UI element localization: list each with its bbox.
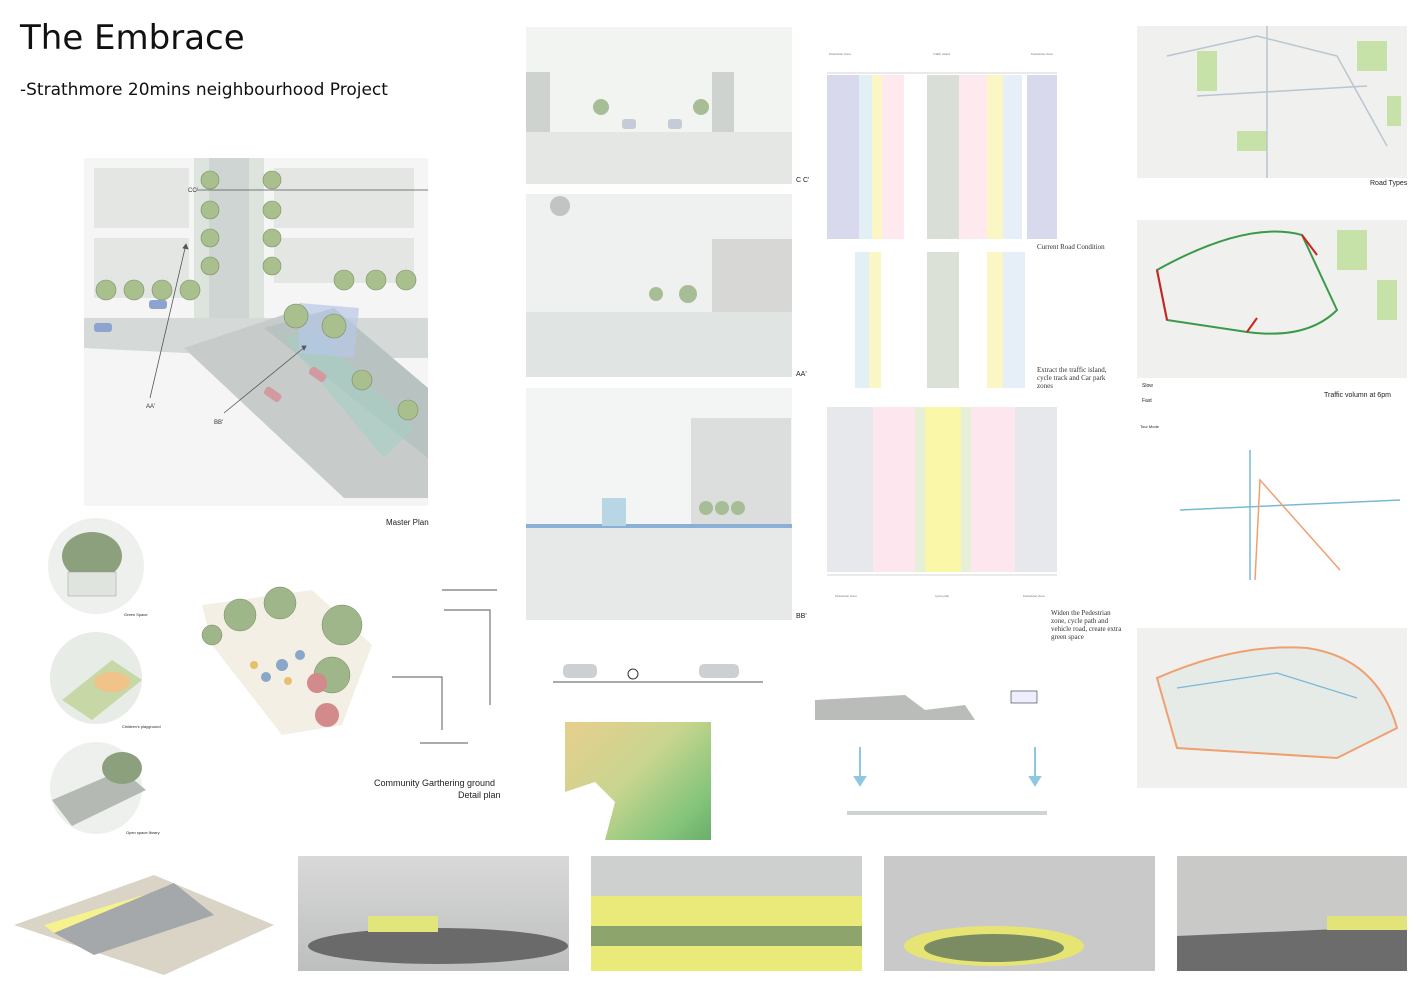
current-header-1: Pedestrian Zone [829, 52, 851, 56]
render-aerial [14, 855, 274, 975]
aa-marker: AA' [146, 404, 155, 410]
rainfall-map [565, 722, 711, 840]
extract-road-diagram [827, 252, 1057, 388]
detail-plan-label-2: Detail plan [458, 790, 501, 800]
master-plan-label: Master Plan [386, 518, 429, 527]
vignette-library [42, 740, 152, 836]
slow-label: Slow [1142, 383, 1153, 389]
section-bb-label: BB' [796, 613, 807, 620]
street-strip [553, 658, 763, 708]
vignette-playground [42, 630, 152, 726]
system-map [1137, 628, 1407, 788]
render-3 [884, 856, 1155, 971]
detail-plan [192, 585, 502, 745]
section-bb [526, 388, 792, 620]
page-subtitle: -Strathmore 20mins neighbourhood Project [20, 80, 388, 100]
section-aa-label: AA' [796, 371, 807, 378]
traffic-map [1137, 220, 1407, 378]
current-header-5: Traffic Island [933, 52, 950, 56]
traffic-label: Traffic volumn at 6pm [1324, 392, 1391, 399]
render-2 [591, 856, 862, 971]
road-types-map [1137, 26, 1407, 178]
current-road-diagram: Pedestrian Zone Traffic Island Pedestria… [827, 27, 1057, 239]
bb-marker: BB' [214, 420, 223, 426]
tour-mode-label: Tour Mode [1140, 424, 1159, 429]
water-system-diagram [815, 665, 1090, 843]
render-1 [298, 856, 569, 971]
section-cc-label: C C' [796, 177, 810, 184]
detail-plan-label-1: Community Garthering ground [374, 778, 496, 788]
tour-mode-diagram: Tour Mode [1140, 420, 1410, 610]
page-title: The Embrace [20, 18, 245, 58]
current-header-9: Pedestrian Zone [1031, 52, 1053, 56]
extract-road-label: Extract the traffic island, cycle track … [1037, 366, 1107, 390]
current-road-label: Current Road Condition [1037, 243, 1105, 251]
widen-header-1: Pedestrian Zone [835, 594, 857, 598]
render-4 [1177, 856, 1407, 971]
vignette-playground-label: Children's playground [122, 724, 161, 729]
widen-road-label: Widen the Pedestrian zone, cycle path an… [1051, 609, 1122, 641]
widen-header-4: Cycle path [935, 594, 950, 598]
widen-header-7: Pedestrian Zone [1023, 594, 1045, 598]
road-types-label: Road Types [1370, 180, 1408, 187]
section-aa [526, 194, 792, 377]
fast-label: Fast [1142, 398, 1152, 404]
section-cc [526, 27, 792, 184]
cc-marker: CC' [188, 188, 198, 194]
master-plan-drawing: CC' AA' BB' [84, 158, 428, 498]
vignette-green-space [42, 516, 152, 616]
vignette-green-space-label: Green Space [124, 612, 148, 617]
master-plan: CC' AA' BB' [84, 158, 428, 506]
widen-road-diagram: Pedestrian Zone Cycle path Pedestrian Zo… [827, 407, 1057, 622]
vignette-library-label: Open space library [126, 830, 160, 835]
